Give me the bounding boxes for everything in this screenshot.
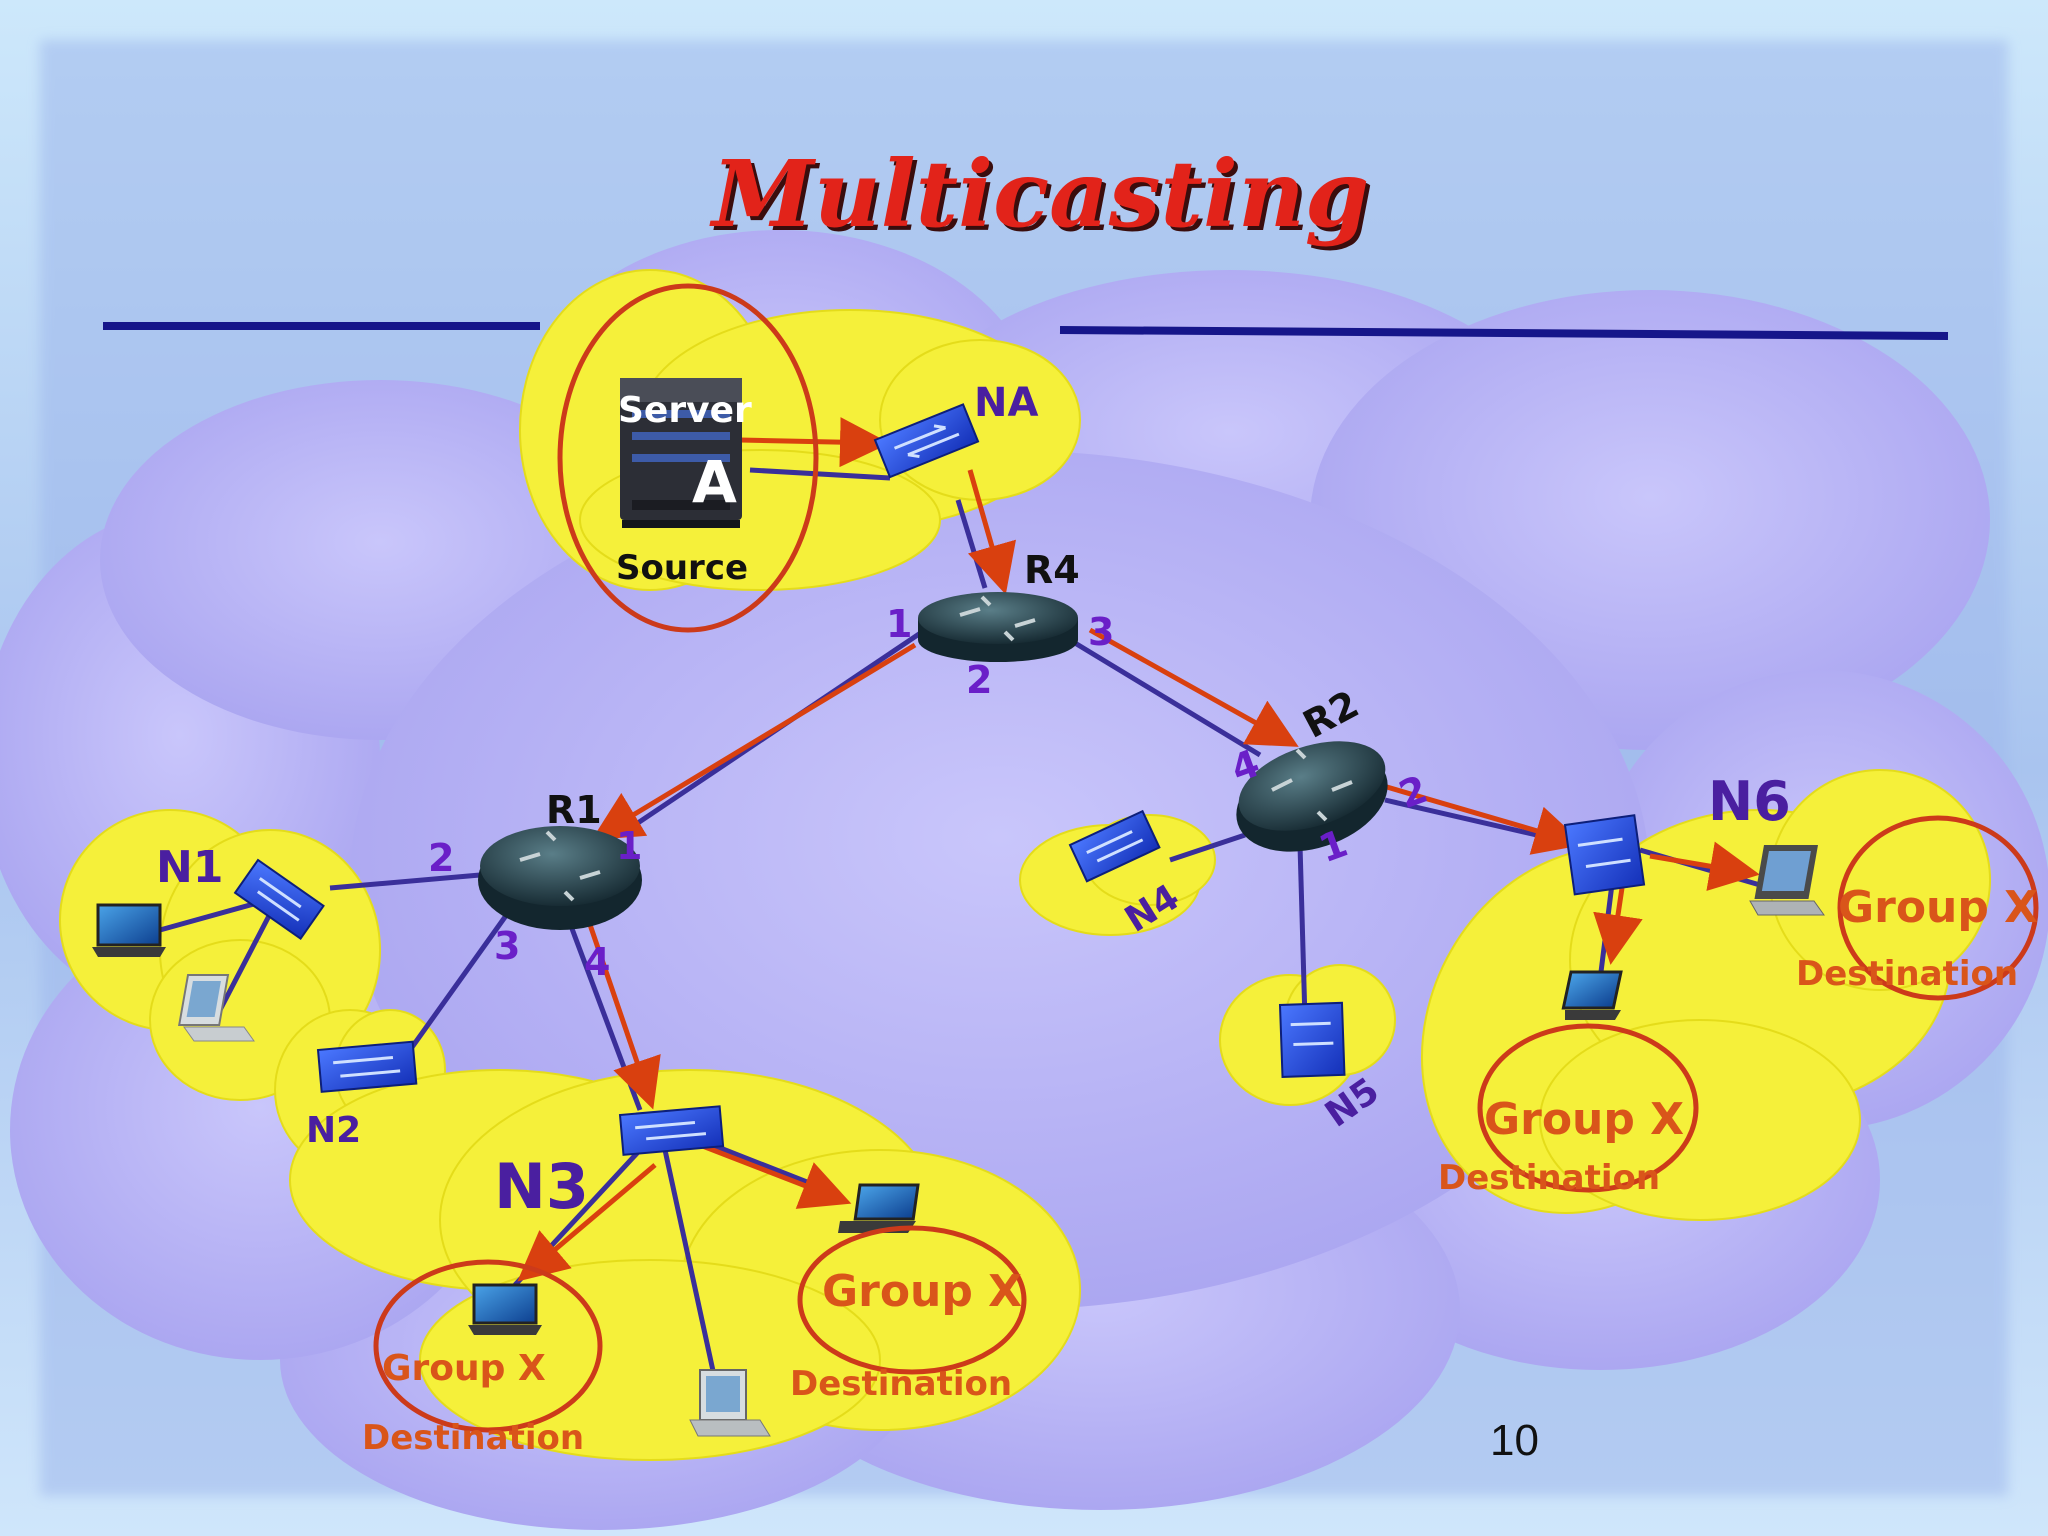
lan-cloud-n3 xyxy=(289,1069,1081,1461)
group-circle-n3-b xyxy=(797,1225,1027,1375)
switch-icon-n4 xyxy=(1068,809,1161,883)
port-r4-1: 1 xyxy=(886,602,913,646)
title-underline-right xyxy=(1059,326,1949,340)
destination-label-n3-b: Destination xyxy=(790,1364,1013,1404)
port-r1-4: 4 xyxy=(584,940,611,984)
router-label-r1: R1 xyxy=(546,788,602,832)
network-label-na: NA xyxy=(974,380,1039,426)
destination-label-n6-b: Destination xyxy=(1438,1158,1661,1198)
group-label-n3-b: Group X xyxy=(822,1266,1023,1317)
port-r1-3: 3 xyxy=(494,924,521,968)
laptop-icon-n3-c xyxy=(838,1183,920,1233)
laptop-icon-n1-b xyxy=(178,974,255,1042)
router-icon-r1 xyxy=(478,826,642,930)
port-r4-2: 2 xyxy=(966,658,993,702)
lan-cloud-n6 xyxy=(1420,769,1991,1221)
laptop-icon-n6-a xyxy=(1749,845,1825,916)
group-circle-n3-a xyxy=(373,1259,603,1433)
highlight-circles xyxy=(373,283,2039,1433)
network-label-n3: N3 xyxy=(494,1150,590,1223)
switch-icon-na xyxy=(873,403,980,479)
group-circle-n6-a xyxy=(1837,815,2039,1001)
destination-label-n3-a: Destination xyxy=(362,1418,585,1458)
switch-icon-n6 xyxy=(1563,814,1646,896)
source-circle xyxy=(557,283,819,633)
group-label-n6-a: Group X xyxy=(1838,882,2039,933)
server-icon xyxy=(620,378,742,528)
port-r4-3: 3 xyxy=(1088,610,1115,654)
server-id-label: A xyxy=(692,448,737,516)
destination-label-n6-a: Destination xyxy=(1796,954,2019,994)
slide-title: Multicasting xyxy=(712,140,1370,248)
server-label: Server xyxy=(618,390,752,431)
network-label-n2: N2 xyxy=(306,1110,362,1151)
multicast-arrows xyxy=(517,417,1760,1282)
router-icon-r2 xyxy=(1236,741,1388,852)
network-label-n6: N6 xyxy=(1708,770,1791,833)
switch-icon-n3 xyxy=(618,1105,725,1156)
group-label-n6-b: Group X xyxy=(1484,1094,1685,1145)
laptop-icon-n3-a xyxy=(468,1283,542,1335)
laptop-icon-n6-b xyxy=(1561,970,1623,1020)
group-label-n3-a: Group X xyxy=(382,1348,546,1389)
switch-icon-n1 xyxy=(233,858,325,941)
switch-icon-n2 xyxy=(316,1040,418,1093)
port-r1-2: 2 xyxy=(428,836,455,880)
network-label-n1: N1 xyxy=(156,842,224,893)
router-label-r4: R4 xyxy=(1024,548,1080,592)
switch-icon-n5 xyxy=(1278,1001,1346,1078)
laptop-icon-n3-b xyxy=(689,1369,771,1437)
laptop-icon-n1-a xyxy=(92,903,166,957)
port-r1-1: 1 xyxy=(616,824,643,868)
router-icon-r4 xyxy=(918,592,1078,662)
page-number: 10 xyxy=(1490,1416,1539,1465)
source-label: Source xyxy=(616,548,749,588)
group-circle-n6-b xyxy=(1477,1023,1699,1193)
